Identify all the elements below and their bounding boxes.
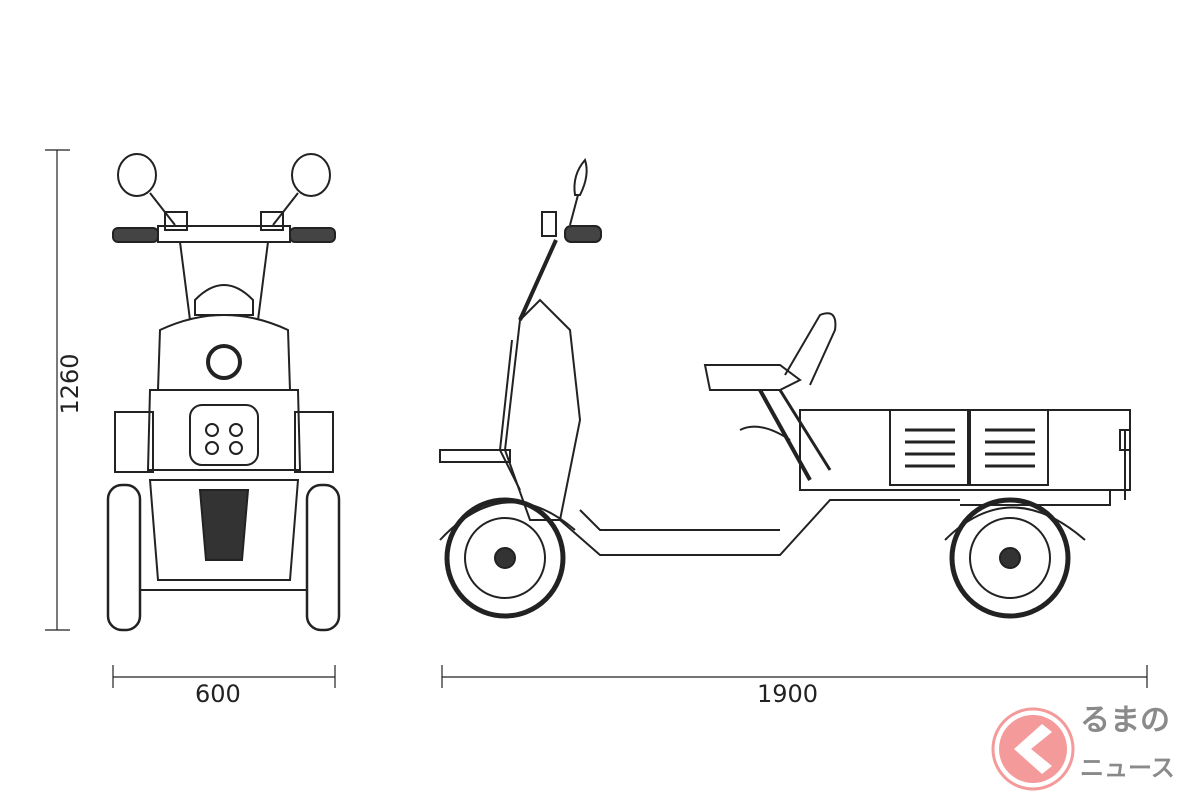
height-dimension-line: [45, 149, 70, 631]
brand-chevron-icon: [991, 707, 1075, 791]
length-dimension-line: [441, 665, 1148, 688]
front-view: [106, 153, 341, 632]
length-dimension-label: 1900: [757, 680, 819, 708]
height-dimension-label: 1260: [56, 353, 84, 415]
width-dimension-label: 600: [195, 680, 241, 708]
watermark-logo: るまの ニュース: [990, 704, 1200, 796]
watermark-text-line1: るまの: [1080, 703, 1170, 738]
width-dimension-line: [112, 665, 336, 688]
side-view: [439, 158, 1131, 619]
watermark-text-line2: ニュース: [1080, 754, 1175, 782]
